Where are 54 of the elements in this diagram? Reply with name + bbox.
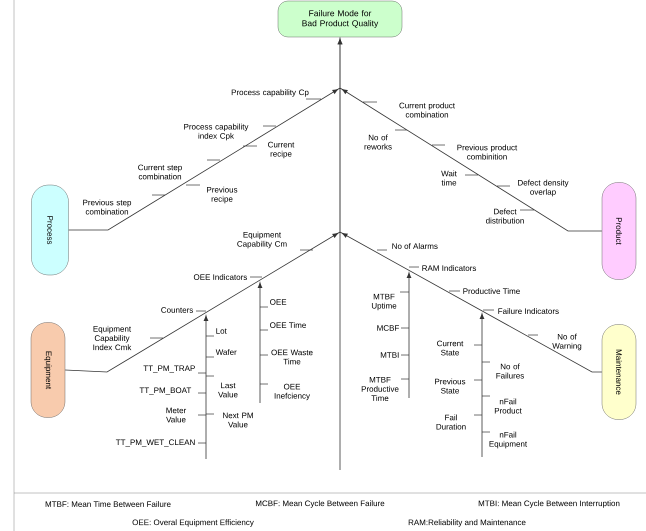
cause-label: Current recipe	[242, 142, 294, 158]
cause-label: Wafer	[206, 349, 237, 358]
abbreviation-note: MCBF: Mean Cycle Between Failure	[256, 500, 384, 508]
cause-label: Equipment Capability Index Cmk	[93, 326, 164, 350]
cause-label: Lot	[206, 328, 227, 336]
cause-label: Process capability Cp	[232, 89, 322, 100]
category-box: Maintenance	[602, 324, 636, 420]
cause-label: MTBF Productive Time	[362, 377, 410, 401]
abbreviation-note: MTBF: Mean Time Between Failure	[46, 501, 171, 507]
category-box: Equipment	[30, 322, 66, 418]
cause-label: TT_PM_WET_CLEAN	[116, 439, 206, 447]
cause-label: No of reworks	[364, 130, 408, 150]
cause-label: Productive Time	[448, 288, 520, 294]
cause-label: OEE Time	[260, 322, 306, 330]
cause-label: Process capability index Cpk	[184, 124, 276, 140]
cause-label: RAM Indicators	[408, 265, 476, 271]
cause-label: TT_PM_BOAT	[140, 387, 206, 395]
cause-label: nFail Equipment	[482, 432, 528, 448]
cause-label: Failure Indicators	[482, 308, 559, 314]
cause-label: nFail Product	[482, 396, 522, 414]
cause-label: Wait time	[441, 170, 478, 186]
cause-label: Equipment Capability Cm	[237, 232, 314, 250]
abbreviation-note: MTBI: Mean Cycle Between Interruption	[478, 500, 620, 508]
cause-label: Current step combination	[138, 160, 220, 180]
cause-label: MTBF Uptime	[372, 292, 410, 310]
cause-label: Next PM Value	[206, 412, 253, 428]
cause-label: Current product combination	[362, 102, 455, 118]
cause-label: Previous State	[435, 378, 482, 394]
cause-label: Previous product combinition	[432, 144, 518, 160]
cause-label: OEE	[260, 299, 286, 308]
cause-label: Counters	[161, 307, 206, 313]
cause-label: No of Failures	[482, 362, 524, 379]
cause-label: Previous step combination	[83, 194, 166, 215]
category-box: Process	[31, 184, 69, 276]
cause-label: No of Alarms	[376, 243, 438, 250]
cause-label: TT_PM_TRAP	[143, 365, 206, 374]
abbreviation-note: OEE: Overal Equipment Efficiency	[132, 519, 254, 527]
bone-arrow	[338, 38, 602, 372]
cause-label: Meter Value	[166, 408, 206, 422]
cause-label: OEE Inefciency	[260, 384, 310, 400]
cause-label: OEE Indicators	[194, 274, 262, 280]
cause-label: Defect distribution	[486, 208, 534, 224]
cause-label: Last Value	[206, 376, 238, 398]
cause-label: Current State	[437, 340, 482, 356]
effect-box: Failure Mode for Bad Product Quality	[278, 0, 402, 38]
cause-label: Previous recipe	[186, 184, 238, 204]
cause-label: Defect density overlap	[496, 180, 569, 196]
cause-label: MTBI	[380, 352, 410, 358]
cause-label: MCBF	[377, 325, 410, 331]
cause-label: No of Warning	[528, 334, 582, 350]
abbreviation-note: RAM:Reliability and Maintenance	[408, 519, 526, 527]
category-box: Product	[602, 182, 636, 280]
cause-label: Fail Duration	[436, 414, 482, 430]
cause-label: OEE Waste Time	[260, 350, 313, 364]
